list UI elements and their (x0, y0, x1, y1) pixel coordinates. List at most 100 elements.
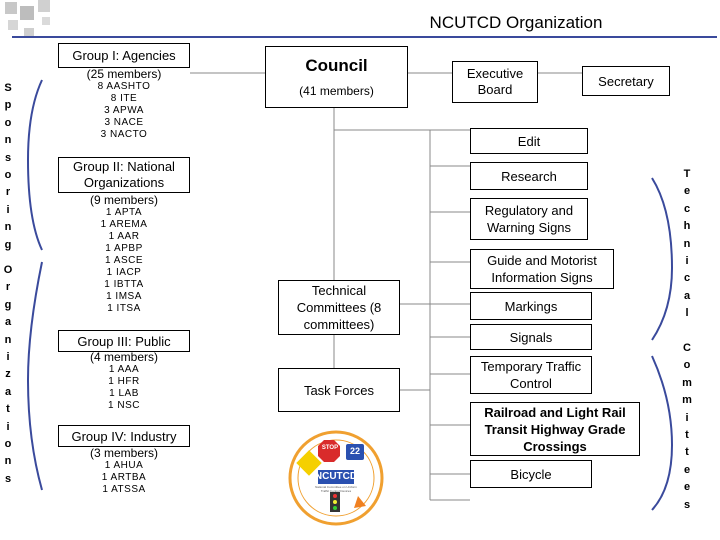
vertical-letter: c (683, 272, 691, 285)
executive-board-box: Executive Board (452, 61, 538, 103)
committee-label: Research (501, 168, 557, 184)
group-4-title-box: Group IV: Industry (58, 425, 190, 447)
committee-temporary-traffic-control: Temporary Traffic Control (470, 356, 592, 394)
group-4-title: Group IV: Industry (71, 428, 177, 444)
committee-label: Temporary Traffic Control (480, 359, 582, 391)
group-1-count: (25 members) (86, 67, 162, 81)
committee-markings: Markings (470, 292, 592, 320)
member: 1 ARTBA (101, 472, 147, 483)
council-box: Council (41 members) (265, 46, 408, 108)
member: 1 ASCE (104, 255, 144, 266)
committee-bicycle: Bicycle (470, 460, 592, 488)
vertical-letter: m (682, 394, 692, 407)
vertical-letter: a (4, 385, 12, 398)
vertical-letter: z (5, 368, 11, 381)
vertical-letter: h (683, 220, 691, 233)
vertical-letter: i (6, 351, 10, 364)
committee-guide-motorist-signs: Guide and Motorist Information Signs (470, 249, 614, 289)
council-count: (41 members) (299, 84, 374, 98)
secretary-box: Secretary (582, 66, 670, 96)
member: 3 APWA (104, 105, 144, 116)
vertical-letter: o (4, 438, 12, 451)
member: 1 IBTTA (104, 279, 144, 290)
group-4-count: (3 members) (89, 446, 158, 460)
vertical-letter: o (4, 169, 12, 182)
vertical-letter: C (683, 342, 691, 354)
group-3-title-box: Group III: Public (58, 330, 190, 352)
group-3-members: 1 AAA 1 HFR 1 LAB 1 NSC (58, 364, 190, 412)
vertical-letter: o (683, 359, 691, 372)
logo-wordmark: NCUTCD (314, 471, 358, 482)
member: 1 ITSA (107, 303, 141, 314)
committee-label: Edit (517, 133, 541, 149)
committee-label: Markings (504, 298, 558, 314)
vertical-letter: s (683, 498, 691, 511)
vertical-letter: t (685, 429, 689, 442)
vertical-letter: i (6, 203, 10, 216)
vertical-letter: e (683, 185, 691, 198)
vertical-letter: m (682, 376, 692, 389)
committee-signals: Signals (470, 324, 592, 350)
member: 3 NACE (104, 117, 144, 128)
vertical-letter: p (4, 99, 12, 112)
task-forces-label: Task Forces (303, 382, 375, 398)
committee-regulatory-warning-signs: Regulatory and Warning Signs (470, 198, 588, 240)
committee-label: Signals (509, 329, 553, 345)
member: 1 LAB (109, 388, 139, 399)
vertical-letter: i (6, 420, 10, 433)
member: 1 AREMA (100, 219, 148, 230)
ncutcd-logo: STOP 22 NCUTCD National Committee on Uni… (288, 430, 384, 526)
group-4-members: 1 AHUA 1 ARTBA 1 ATSSA (58, 460, 190, 496)
committee-label: Regulatory and Warning Signs (484, 203, 574, 235)
page-title: NCUTCD Organization (429, 13, 603, 32)
member: 1 HFR (108, 376, 140, 387)
logo-stop-text: STOP (321, 445, 339, 451)
council-title: Council (305, 56, 368, 75)
vertical-letter: l (685, 307, 689, 320)
decorative-square (42, 17, 50, 25)
decorative-square (5, 2, 17, 14)
group-3-title: Group III: Public (77, 333, 171, 349)
vertical-letter: c (683, 202, 691, 215)
decorative-square (38, 0, 50, 12)
logo-subtitle: National Committee on Uniform Traffic Co… (315, 485, 357, 493)
vertical-letter: i (685, 411, 689, 424)
member: 1 APBP (105, 243, 143, 254)
member: 1 ATSSA (102, 484, 146, 495)
committee-label: Bicycle (510, 466, 552, 482)
vertical-letter: n (4, 333, 12, 346)
vertical-letter: t (6, 403, 10, 416)
group-1-title-box: Group I: Agencies (58, 43, 190, 68)
group-1-members: 8 AASHTO 8 ITE 3 APWA 3 NACE 3 NACTO (58, 81, 190, 141)
vertical-letter: T (683, 168, 691, 180)
vertical-letter: n (4, 455, 12, 468)
vertical-letter: e (683, 481, 691, 494)
logo-route-number: 22 (349, 446, 360, 456)
decorative-square (24, 28, 34, 38)
vertical-letter: g (4, 238, 12, 251)
member: 1 AHUA (104, 460, 144, 471)
secretary-label: Secretary (598, 73, 654, 89)
technical-committees-box: Technical Committees (8 committees) (278, 280, 400, 335)
member: 1 IMSA (106, 291, 142, 302)
group-2-members: 1 APTA 1 AREMA 1 AAR 1 APBP 1 ASCE 1 IAC… (58, 207, 190, 315)
committee-edit: Edit (470, 128, 588, 154)
group-3-count: (4 members) (89, 350, 158, 364)
vertical-letter: i (685, 255, 689, 268)
vertical-letter: a (4, 316, 12, 329)
vertical-letter: r (5, 281, 11, 294)
member: 1 AAR (108, 231, 140, 242)
vertical-letter: g (4, 298, 12, 311)
group-2-count: (9 members) (89, 193, 158, 207)
vertical-letter: t (685, 446, 689, 459)
member: 1 APTA (105, 207, 143, 218)
member: 1 AAA (108, 364, 140, 375)
committee-research: Research (470, 162, 588, 190)
vertical-letter: r (5, 186, 11, 199)
vertical-letter: e (683, 463, 691, 476)
